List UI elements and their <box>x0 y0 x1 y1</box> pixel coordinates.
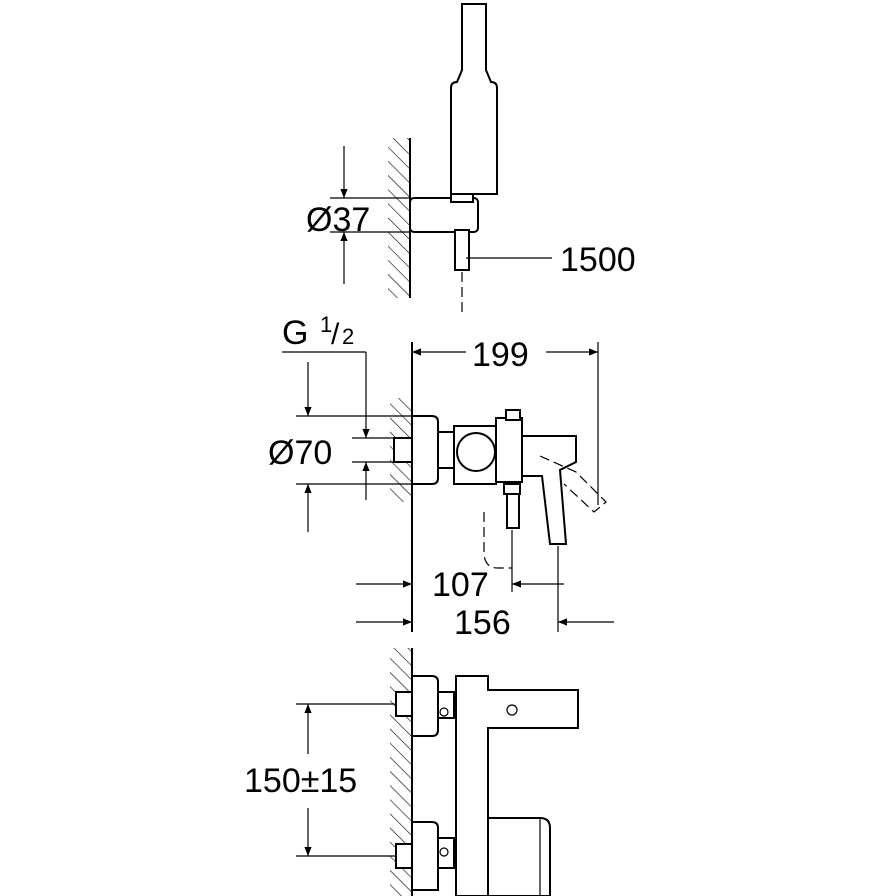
thread-g: G <box>282 314 308 352</box>
lower-escutcheon <box>411 821 439 891</box>
cartridge-housing <box>495 417 523 483</box>
hose-length-label: 1500 <box>560 241 636 279</box>
lever-tilted-dashed <box>539 455 607 513</box>
upper-inlet-nipple <box>395 691 413 717</box>
lower-nut-dot <box>439 847 449 857</box>
escutcheon-rosette <box>411 415 439 485</box>
d199-label: 199 <box>472 336 529 374</box>
d156-label: 156 <box>454 604 511 642</box>
thread-denominator: 2 <box>342 324 354 349</box>
upper-escutcheon-nut <box>437 691 455 719</box>
lever-body <box>521 435 577 545</box>
hand-shower-grip <box>450 193 474 203</box>
thread-slash: / <box>331 318 340 351</box>
wall-hatch-top <box>388 138 410 298</box>
hose-connector <box>454 229 470 271</box>
d37-label: Ø37 <box>306 201 370 239</box>
hand-shower-handle <box>450 3 498 195</box>
upper-nut-dot <box>439 707 449 717</box>
mixer-front-view: 150±15 <box>244 648 579 896</box>
d150-label: 150±15 <box>244 762 357 800</box>
mixer-vertical-body <box>455 675 579 896</box>
inlet-nipple <box>393 437 413 463</box>
cartridge-cap <box>505 409 521 421</box>
d107-label: 107 <box>432 566 489 604</box>
wall-holder-bracket <box>409 197 479 233</box>
d70-label: Ø70 <box>268 434 332 472</box>
thread-numerator: 1 <box>320 312 332 337</box>
front-outlet-dot <box>506 704 518 716</box>
spout-pipe <box>506 493 520 529</box>
spout-dashed-outline <box>483 512 512 569</box>
lower-inlet-nipple <box>395 843 413 869</box>
bottom-cartridge <box>487 817 551 896</box>
lower-escutcheon-nut <box>437 837 455 869</box>
escutcheon-nut <box>437 431 455 469</box>
spout-outlet <box>503 483 521 495</box>
mixer-side-view: G 1 / 2 199 Ø70 107 156 <box>268 312 614 642</box>
hand-shower-holder-view: Ø37 1500 <box>306 3 636 316</box>
upper-escutcheon <box>411 675 439 737</box>
diverter-knob <box>456 432 496 472</box>
